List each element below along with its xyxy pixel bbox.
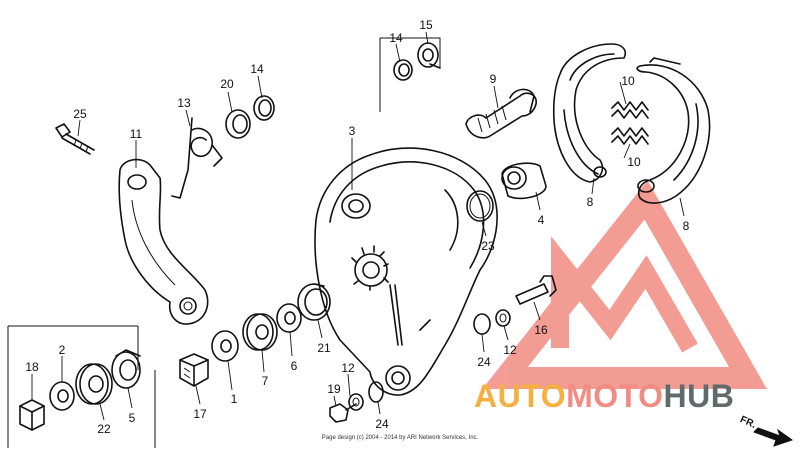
- label-14: 14: [250, 62, 264, 76]
- part-12-collar-bottom: [348, 393, 364, 411]
- part-16-anchor-pin: [515, 275, 557, 305]
- part-22-collar: [75, 363, 113, 405]
- label-16: 16: [534, 323, 548, 337]
- label-7: 7: [262, 374, 269, 388]
- part-19-bolt: [329, 403, 357, 423]
- part-10-shoe-spring-lower: [611, 127, 649, 145]
- part-17-axle-nut: [179, 353, 209, 387]
- part-23-o-ring: [466, 190, 494, 222]
- part-15-lock-washer: [417, 42, 441, 69]
- copyright-notice: Page design (c) 2004 - 2014 by ARI Netwo…: [322, 435, 479, 441]
- part-6-washer: [276, 303, 302, 333]
- part-25-bolt: [55, 123, 95, 155]
- label-6: 6: [291, 359, 298, 373]
- part-number-labels: 25 11 13 20 14 14 15 9 3 10 10 8 8 4 23 …: [25, 18, 689, 436]
- label-9: 9: [490, 72, 497, 86]
- label-19: 19: [327, 382, 341, 396]
- watermark-m-shape: [551, 236, 698, 353]
- label-23: 23: [481, 239, 495, 253]
- label-24: 24: [375, 417, 389, 431]
- watermark-logo: [482, 180, 767, 389]
- label-14: 14: [389, 31, 403, 45]
- label-18: 18: [25, 360, 39, 374]
- part-24-ring-bottom: [368, 381, 384, 403]
- nut-set-box: [7, 325, 156, 448]
- label-25: 25: [73, 107, 87, 121]
- watermark-moto: MOTO: [566, 378, 663, 414]
- label-13: 13: [177, 96, 191, 110]
- label-12: 12: [341, 361, 355, 375]
- svg-text:AUTOMOTOHUB: AUTOMOTOHUB: [474, 378, 734, 414]
- part-3-brake-panel: [314, 147, 498, 396]
- label-22: 22: [97, 422, 111, 436]
- label-17: 17: [193, 407, 207, 421]
- label-1: 1: [231, 392, 238, 406]
- label-10: 10: [627, 155, 641, 169]
- label-3: 3: [349, 124, 356, 138]
- label-8: 8: [587, 195, 594, 209]
- label-21: 21: [317, 341, 331, 355]
- part-9-brake-cam: [465, 88, 537, 139]
- part-11-brake-arm: [118, 158, 209, 325]
- part-4-bushing: [501, 162, 547, 200]
- part-13-return-spring: [171, 117, 223, 199]
- front-direction-indicator: FR.: [738, 414, 794, 447]
- part-8-brake-shoe-right: [636, 57, 711, 204]
- label-10: 10: [621, 74, 635, 88]
- label-11: 11: [130, 127, 143, 141]
- arrow-right-icon: [753, 427, 794, 447]
- label-8: 8: [683, 219, 690, 233]
- part-14-washer: [253, 95, 275, 121]
- part-12-collar-right: [495, 309, 511, 327]
- label-24: 24: [477, 355, 491, 369]
- part-18-nut: [19, 399, 45, 431]
- label-2: 2: [59, 343, 66, 357]
- top-washer-box: [379, 37, 441, 112]
- label-5: 5: [129, 411, 136, 425]
- part-21-dust-seal: [297, 283, 331, 321]
- watermark-wordmark: AUTOMOTOHUB: [474, 378, 734, 414]
- part-24-ring-right: [473, 313, 491, 335]
- watermark-auto: AUTO: [474, 378, 566, 414]
- label-12: 12: [503, 343, 517, 357]
- leader-lines: [31, 31, 685, 421]
- direction-label: FR.: [738, 414, 757, 431]
- part-7-collar: [242, 313, 278, 351]
- label-4: 4: [538, 213, 545, 227]
- part-20-washer: [225, 109, 251, 139]
- watermark-hub: HUB: [663, 378, 734, 414]
- part-1-washer: [211, 330, 239, 362]
- part-10-shoe-spring-upper: [611, 101, 649, 119]
- part-14-clip-washer: [393, 59, 413, 81]
- label-15: 15: [419, 18, 433, 32]
- label-20: 20: [220, 77, 234, 91]
- part-8-brake-shoe-left: [552, 43, 627, 183]
- part-2-washer: [49, 381, 75, 411]
- part-5-spacer: [111, 349, 141, 389]
